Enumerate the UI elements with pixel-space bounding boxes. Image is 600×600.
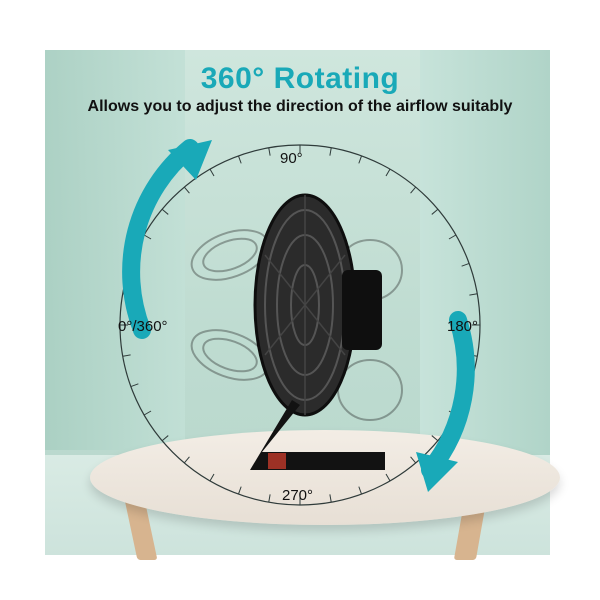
dial-label-0-360: 0°/360° — [118, 318, 168, 335]
dial-tick — [358, 155, 363, 164]
arrow-head-right — [416, 452, 458, 492]
dial-tick — [268, 494, 271, 503]
dial-tick — [469, 293, 478, 296]
dial-tick — [410, 456, 417, 464]
wall-panel-right — [420, 50, 550, 480]
dial-tick — [410, 186, 417, 194]
arrow-head-left — [168, 140, 212, 180]
dial-tick — [183, 186, 190, 194]
dial-tick — [385, 473, 391, 482]
dial-tick — [329, 494, 332, 503]
fan-product — [250, 193, 385, 470]
fan-stand — [250, 400, 385, 470]
dial-label-270: 270° — [282, 487, 314, 504]
dial-tick — [209, 473, 215, 482]
dial-tick — [448, 234, 457, 240]
dial-tick — [385, 168, 391, 177]
dial-tick — [130, 383, 139, 388]
dial-tick — [209, 168, 215, 177]
dial-tick — [237, 486, 242, 495]
dial-label-90: 90° — [280, 150, 303, 167]
rotation-arrow-left — [122, 139, 199, 339]
dial-tick — [461, 262, 470, 267]
dial-tick — [329, 147, 332, 156]
dial-tick — [431, 208, 439, 215]
dial-tick — [161, 435, 169, 442]
headline: 360° Rotating — [200, 62, 400, 95]
dial-tick — [143, 234, 152, 240]
subheadline: Allows you to adjust the direction of th… — [87, 98, 513, 115]
fan-motor — [342, 270, 382, 350]
rotation-arrow-right — [421, 311, 475, 479]
dial-tick — [431, 435, 439, 442]
dial-tick — [161, 208, 169, 215]
dial-ticks — [120, 145, 480, 505]
dial-tick — [183, 456, 190, 464]
wall-panel-left — [45, 50, 185, 450]
dial-tick — [143, 410, 152, 416]
dial-tick — [122, 354, 131, 357]
stand-foot — [268, 453, 286, 469]
table-top — [90, 430, 560, 525]
dial-tick — [268, 147, 271, 156]
dial-label-180: 180° — [447, 318, 479, 335]
dial-tick — [237, 155, 242, 164]
dial-tick — [358, 486, 363, 495]
